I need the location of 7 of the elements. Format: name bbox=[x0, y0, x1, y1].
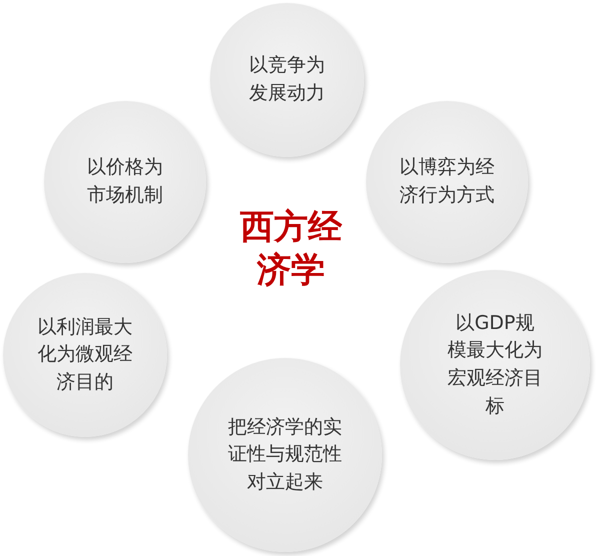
node-text: 以价格为市场机制 bbox=[86, 155, 164, 208]
center-title: 西方经济学 bbox=[240, 206, 342, 291]
node-text: 以利润最大化为微观经济目的 bbox=[36, 314, 134, 395]
node-text: 以竞争为发展动力 bbox=[248, 53, 326, 106]
node-text: 以GDP规模最大化为宏观经济目标 bbox=[446, 310, 544, 419]
node-text: 以博弈为经济行为方式 bbox=[398, 155, 496, 208]
node-text: 把经济学的实证性与规范性对立起来 bbox=[227, 414, 343, 495]
